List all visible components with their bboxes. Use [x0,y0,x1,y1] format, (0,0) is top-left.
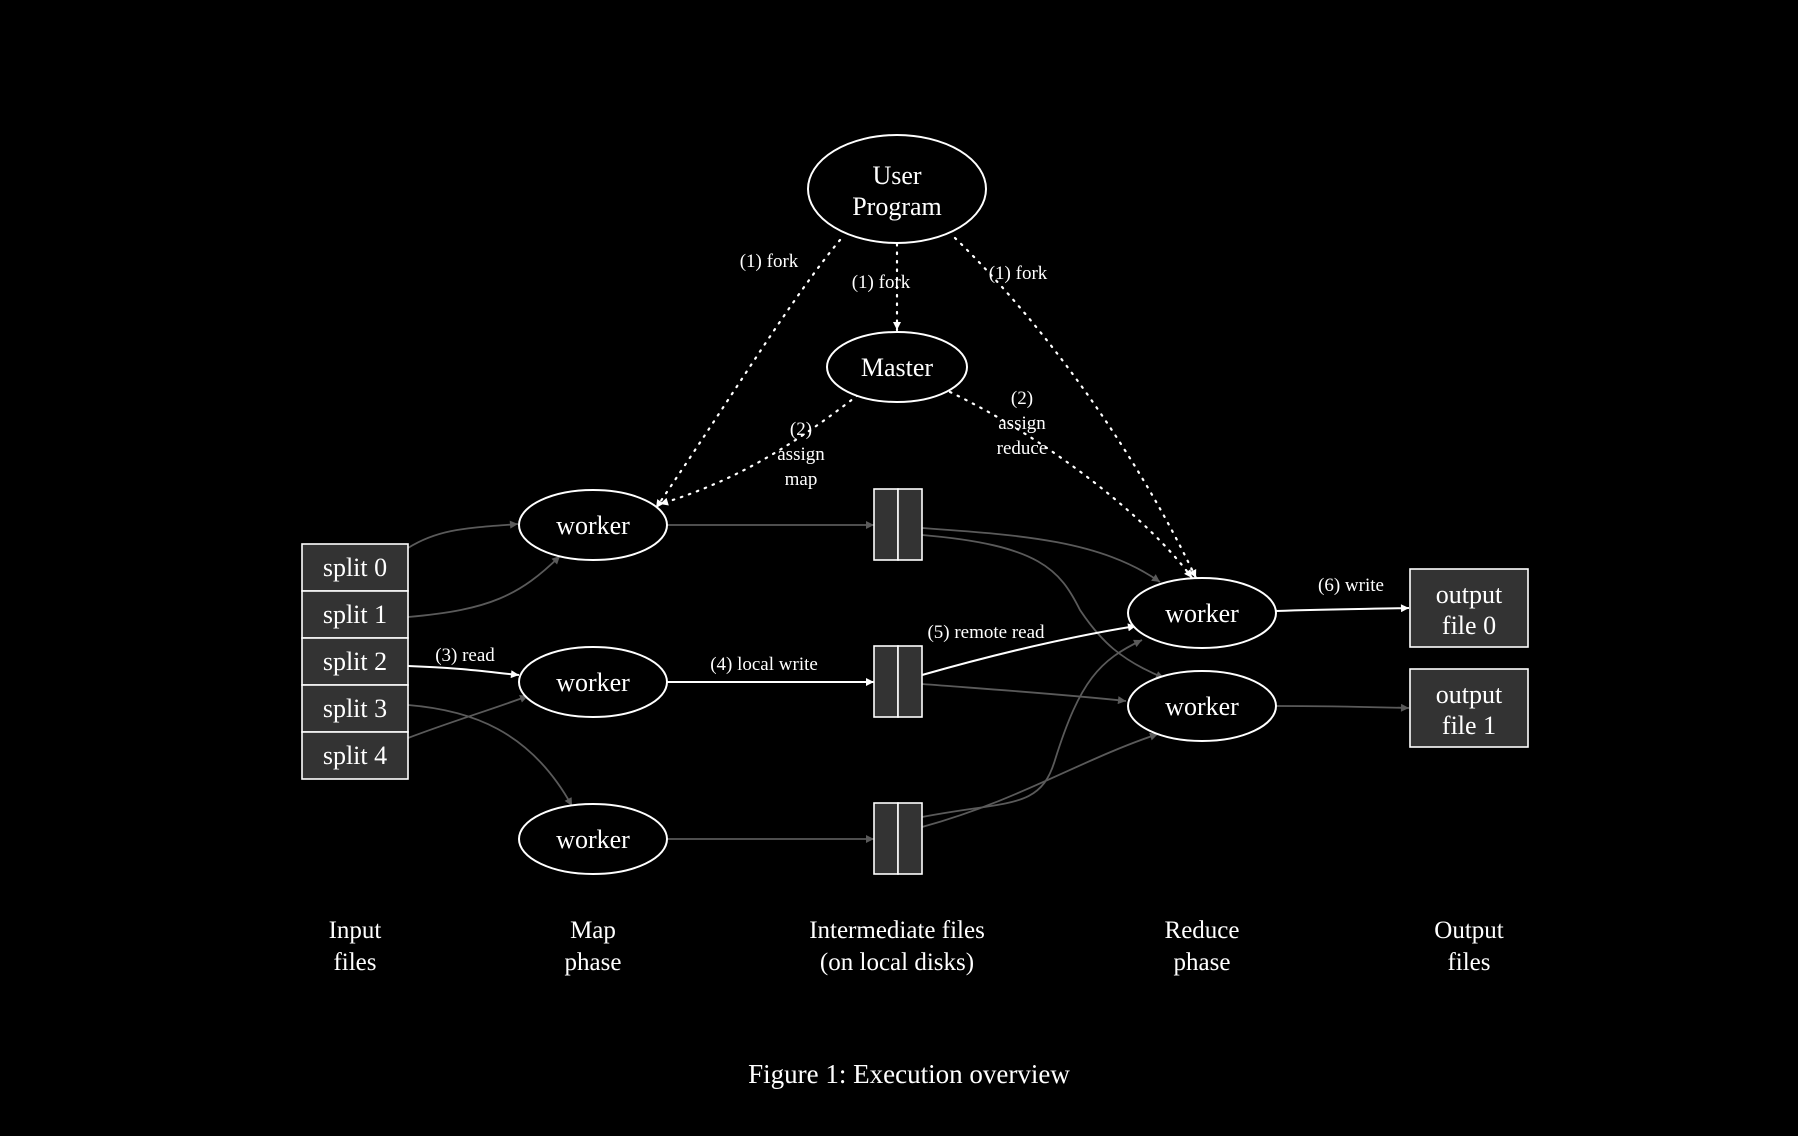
output-file-1-label-line2: file 1 [1442,711,1496,740]
phase-map-line2: phase [565,949,622,976]
split-1-box [301,590,409,639]
map-worker-1: worker [518,489,668,561]
edge-split0-to-worker1 [407,520,519,549]
fork-left-label: (1) fork [740,251,799,272]
edge-split1-to-worker1 [407,555,561,618]
split-0-label: split 0 [323,553,387,582]
split-1-label: split 1 [323,600,387,629]
map-worker-3-label: worker [556,825,630,854]
phase-reduce-line1: Reduce [1165,917,1240,944]
edge-file2-to-reduce1 [921,623,1137,676]
assign-map-label-line3: map [785,469,818,490]
output-file-1-label-line1: output [1436,680,1503,709]
split-3-box [301,684,409,733]
edge-file1-to-reduce2 [921,534,1165,679]
edge-split2-to-worker2 [407,665,520,679]
edge-file1-to-reduce1 [921,527,1161,583]
split-4-label: split 4 [323,741,387,770]
user-program-label-line1: User [872,161,921,190]
phase-map-line1: Map [570,917,616,944]
phase-input-line2: files [333,949,376,976]
master-label: Master [861,353,934,382]
user-program-label-line2: Program [852,192,942,221]
assign-map-label-line1: (2) [790,419,812,440]
reduce-worker-2: worker [1127,670,1277,742]
edge-file3-to-reduce2 [921,732,1159,828]
intermediate-file-2 [873,645,923,718]
edge-labels: (1) fork (1) fork (1) fork (2) assign ma… [435,251,1384,675]
figure-caption: Figure 1: Execution overview [748,1059,1070,1089]
map-worker-2: worker [518,646,668,718]
local-write-label: (4) local write [710,654,818,675]
write-label: (6) write [1318,575,1384,596]
reduce-worker-1-label: worker [1165,599,1239,628]
read-label: (3) read [435,645,495,666]
map-worker-2-label: worker [556,668,630,697]
split-3-label: split 3 [323,694,387,723]
assign-reduce-label-line2: assign [998,413,1046,434]
reduce-worker-1: worker [1127,577,1277,649]
assign-reduce-label-line3: reduce [997,438,1048,459]
remote-read-label: (5) remote read [927,622,1045,643]
split-4-box [301,731,409,780]
phase-output-line2: files [1447,949,1490,976]
edge-assign-map [658,393,860,506]
assign-map-label-line2: assign [777,444,825,465]
output-file-0-label-line1: output [1436,580,1503,609]
edge-fork-to-reduce-worker [953,236,1198,580]
edges [407,236,1410,843]
edge-split3-to-worker3 [407,704,573,807]
phase-reduce-line2: phase [1174,949,1231,976]
input-splits-stack: split 0 split 1 split 2 split 3 split 4 [301,543,409,780]
user-program-node: User Program [807,134,987,244]
fork-middle-label: (1) fork [852,272,911,293]
phase-intermediate-line2: (on local disks) [820,949,974,976]
output-file-0-label-line2: file 0 [1442,611,1496,640]
edge-file2-to-reduce2 [921,683,1127,705]
split-2-label: split 2 [323,647,387,676]
edge-reduce1-to-output0 [1275,604,1410,613]
reduce-worker-2-label: worker [1165,692,1239,721]
fork-right-label: (1) fork [989,263,1048,284]
edge-fork-to-map-worker [654,238,842,510]
output-file-1: output file 1 [1409,668,1529,748]
map-worker-1-label: worker [556,511,630,540]
map-worker-3: worker [518,803,668,875]
output-file-0: output file 0 [1409,568,1529,648]
split-2-box [301,637,409,686]
intermediate-file-3 [873,802,923,875]
edge-assign-reduce [948,390,1194,580]
edge-reduce2-to-output1 [1275,703,1410,712]
phase-output-line1: Output [1434,917,1504,944]
phase-input-line1: Input [329,917,382,944]
phase-intermediate-line1: Intermediate files [809,917,985,944]
phase-labels: Input files Map phase Intermediate files… [329,917,1504,976]
assign-reduce-label-line1: (2) [1011,388,1033,409]
split-0-box [301,543,409,592]
master-node: Master [826,331,968,403]
intermediate-file-1 [873,488,923,561]
